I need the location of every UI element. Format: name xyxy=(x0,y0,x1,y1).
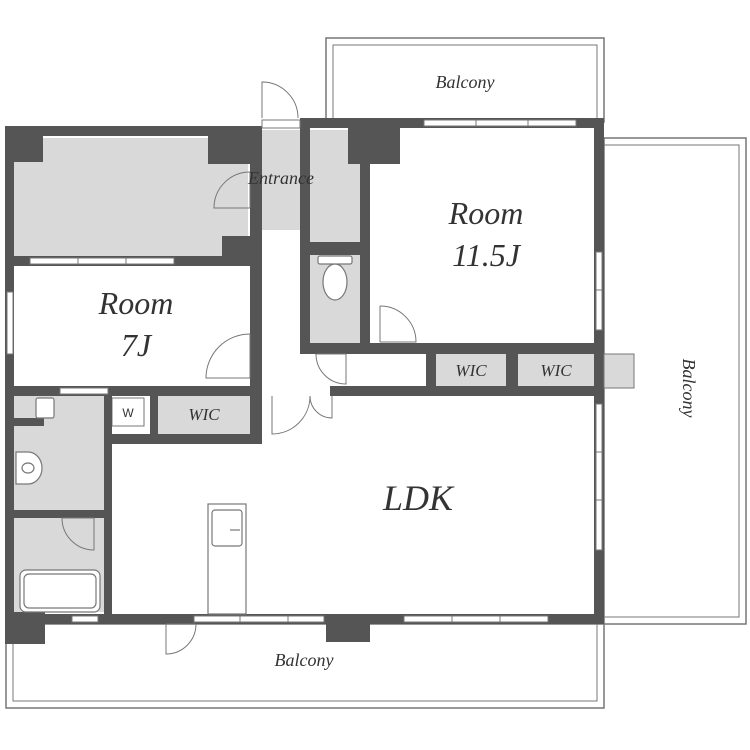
washer-label: W xyxy=(122,406,134,420)
room-11-5-name: Room xyxy=(448,195,524,231)
balcony-bottom-label: Balcony xyxy=(275,650,334,670)
doors xyxy=(61,81,417,655)
labels: Balcony Balcony Balcony Entrance Room 11… xyxy=(98,72,699,670)
room-11-5-size: 11.5J xyxy=(452,237,522,273)
balcony-bottom xyxy=(5,623,605,709)
wic-right-label: WIC xyxy=(540,361,572,380)
fixtures xyxy=(15,255,353,615)
balcony-right-label: Balcony xyxy=(679,359,699,418)
wic-mid-label: WIC xyxy=(455,361,487,380)
wic-left-label: WIC xyxy=(188,405,220,424)
balcony-top-label: Balcony xyxy=(436,72,495,92)
ldk-label: LDK xyxy=(382,478,455,518)
balcony-top xyxy=(325,37,605,123)
service-areas xyxy=(14,130,594,612)
entrance-label: Entrance xyxy=(247,168,314,188)
windows xyxy=(6,119,603,623)
balcony-step xyxy=(603,353,635,389)
room-7-size: 7J xyxy=(121,327,153,363)
toilet-icon xyxy=(322,263,348,301)
window-lines xyxy=(77,120,602,622)
room-7-name: Room xyxy=(98,285,174,321)
